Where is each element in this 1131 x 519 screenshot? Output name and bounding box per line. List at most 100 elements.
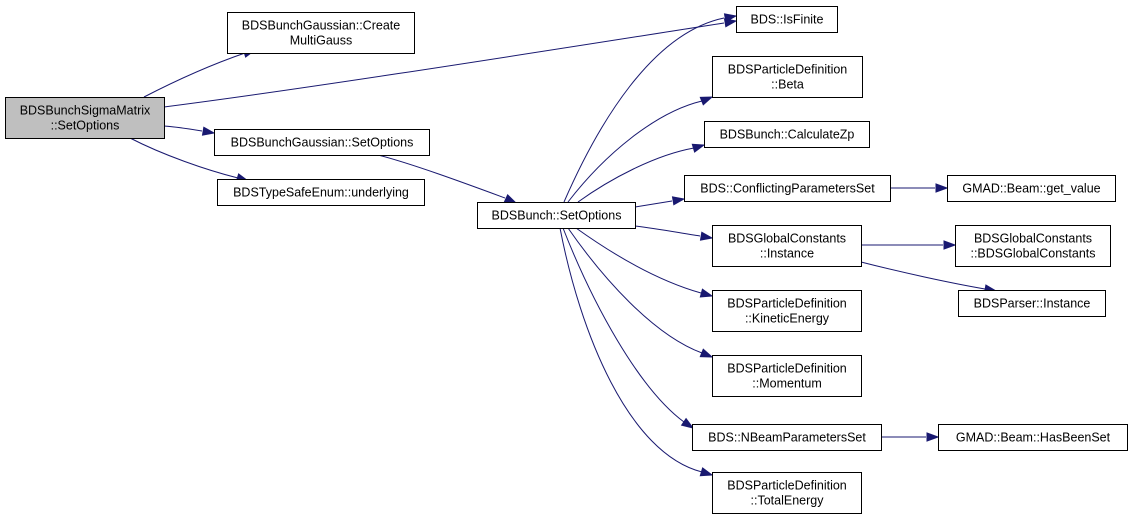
node-box bbox=[712, 290, 862, 332]
edge-line bbox=[634, 225, 701, 237]
edge-line bbox=[567, 227, 703, 354]
node-label-line: BDSGlobalConstants bbox=[974, 232, 1092, 246]
edge-arrowhead bbox=[671, 196, 686, 206]
node-box bbox=[704, 121, 870, 148]
node-label-line: BDSParser::Instance bbox=[974, 297, 1091, 311]
edge-arrowhead bbox=[699, 96, 714, 106]
node-label-line: BDSTypeSafeEnum::underlying bbox=[233, 186, 409, 200]
node-box bbox=[692, 424, 882, 451]
edge-arrowhead bbox=[699, 231, 714, 241]
edge-globalinst-to-globalctor bbox=[861, 240, 957, 250]
edge-bunch_setopts-to-totalenergy bbox=[559, 227, 714, 477]
node-label-line: ::BDSGlobalConstants bbox=[970, 247, 1095, 261]
node-label-line: ::TotalEnergy bbox=[751, 494, 825, 508]
node-label-line: ::Beta bbox=[771, 78, 804, 92]
edge-arrowhead bbox=[926, 432, 940, 442]
node-label-line: BDSBunch::CalculateZp bbox=[720, 128, 855, 142]
node-label-line: ::KineticEnergy bbox=[745, 312, 830, 326]
node-label-line: ::SetOptions bbox=[51, 119, 120, 133]
edge-line bbox=[143, 52, 246, 98]
node-label-line: MultiGauss bbox=[290, 34, 353, 48]
edge-line bbox=[559, 227, 703, 473]
edge-arrowhead bbox=[201, 126, 216, 136]
node-totalenergy[interactable]: BDSParticleDefinition::TotalEnergy bbox=[712, 472, 862, 514]
node-label-line: GMAD::Beam::HasBeenSet bbox=[956, 431, 1111, 445]
node-root[interactable]: BDSBunchSigmaMatrix::SetOptions bbox=[5, 97, 165, 139]
node-box bbox=[712, 355, 862, 397]
edge-bunch_setopts-to-conflicting bbox=[634, 196, 686, 208]
node-kinetic[interactable]: BDSParticleDefinition::KineticEnergy bbox=[712, 290, 862, 332]
node-typesafe[interactable]: BDSTypeSafeEnum::underlying bbox=[217, 179, 425, 206]
edge-line bbox=[163, 22, 725, 108]
node-label-line: BDSBunchSigmaMatrix bbox=[20, 104, 151, 118]
node-momentum[interactable]: BDSParticleDefinition::Momentum bbox=[712, 355, 862, 397]
node-box bbox=[477, 202, 636, 229]
node-box bbox=[227, 12, 415, 54]
edge-gauss_setopts-to-bunch_setopts bbox=[377, 154, 518, 204]
edge-bunch_setopts-to-calczp bbox=[577, 143, 706, 203]
node-globalinst[interactable]: BDSGlobalConstants::Instance bbox=[712, 225, 862, 267]
edge-bunch_setopts-to-beta bbox=[567, 96, 714, 203]
node-nbeam[interactable]: BDS::NBeamParametersSet bbox=[692, 424, 882, 451]
node-label-line: BDSBunchGaussian::Create bbox=[242, 19, 400, 33]
node-hasbeenset[interactable]: GMAD::Beam::HasBeenSet bbox=[938, 424, 1128, 451]
nodes-layer: BDSBunchSigmaMatrix::SetOptionsBDSBunchG… bbox=[5, 6, 1128, 514]
node-box bbox=[947, 175, 1116, 202]
node-bunch-setopts[interactable]: BDSBunch::SetOptions bbox=[477, 202, 636, 229]
node-box bbox=[938, 424, 1128, 451]
node-calczp[interactable]: BDSBunch::CalculateZp bbox=[704, 121, 870, 148]
edge-line bbox=[129, 137, 239, 179]
node-box bbox=[712, 56, 863, 98]
node-label-line: BDSParticleDefinition bbox=[727, 297, 847, 311]
node-isfinite[interactable]: BDS::IsFinite bbox=[736, 6, 838, 33]
node-box bbox=[5, 97, 165, 139]
edges-layer bbox=[129, 13, 998, 477]
node-label-line: ::Instance bbox=[760, 247, 814, 261]
node-label-line: GMAD::Beam::get_value bbox=[962, 182, 1100, 196]
edge-arrowhead bbox=[943, 240, 957, 250]
node-gauss-setopts[interactable]: BDSBunchGaussian::SetOptions bbox=[214, 129, 430, 156]
edge-bunch_setopts-to-nbeam bbox=[562, 227, 695, 429]
node-label-line: BDSParticleDefinition bbox=[728, 63, 848, 77]
edge-arrowhead bbox=[935, 183, 949, 193]
edge-bunch_setopts-to-globalinst bbox=[634, 225, 714, 241]
edge-line bbox=[577, 147, 695, 203]
node-getvalue[interactable]: GMAD::Beam::get_value bbox=[947, 175, 1116, 202]
node-label-line: BDSParticleDefinition bbox=[727, 362, 847, 376]
edge-bunch_setopts-to-kinetic bbox=[575, 227, 714, 298]
node-box bbox=[955, 225, 1111, 267]
node-label-line: BDSBunchGaussian::SetOptions bbox=[231, 136, 414, 150]
edge-conflicting-to-getvalue bbox=[890, 183, 949, 193]
edge-line bbox=[575, 227, 702, 294]
node-box bbox=[736, 6, 838, 33]
node-label-line: BDSGlobalConstants bbox=[728, 232, 846, 246]
edge-bunch_setopts-to-isfinite bbox=[563, 13, 738, 203]
edge-line bbox=[567, 100, 703, 203]
edge-root-to-gauss_create bbox=[143, 48, 257, 98]
edge-root-to-gauss_setopts bbox=[163, 125, 216, 136]
node-box bbox=[958, 290, 1106, 317]
node-label-line: BDS::IsFinite bbox=[751, 13, 824, 27]
node-label-line: BDSBunch::SetOptions bbox=[492, 209, 622, 223]
edge-arrowhead bbox=[699, 467, 714, 477]
edge-arrowhead bbox=[680, 417, 695, 429]
node-box bbox=[712, 472, 862, 514]
node-label-line: BDS::NBeamParametersSet bbox=[708, 431, 866, 445]
node-label-line: BDS::ConflictingParametersSet bbox=[700, 182, 875, 196]
node-box bbox=[712, 225, 862, 267]
node-parserinst[interactable]: BDSParser::Instance bbox=[958, 290, 1106, 317]
edge-arrowhead bbox=[723, 13, 738, 23]
edge-bunch_setopts-to-momentum bbox=[567, 227, 714, 358]
edge-line bbox=[634, 200, 673, 208]
node-beta[interactable]: BDSParticleDefinition::Beta bbox=[712, 56, 863, 98]
edge-line bbox=[860, 261, 986, 290]
edge-line bbox=[562, 227, 685, 423]
edge-arrowhead bbox=[503, 193, 518, 204]
node-conflicting[interactable]: BDS::ConflictingParametersSet bbox=[684, 175, 891, 202]
node-box bbox=[684, 175, 891, 202]
edge-line bbox=[377, 154, 506, 199]
edge-line bbox=[563, 17, 725, 203]
node-globalctor[interactable]: BDSGlobalConstants::BDSGlobalConstants bbox=[955, 225, 1111, 267]
